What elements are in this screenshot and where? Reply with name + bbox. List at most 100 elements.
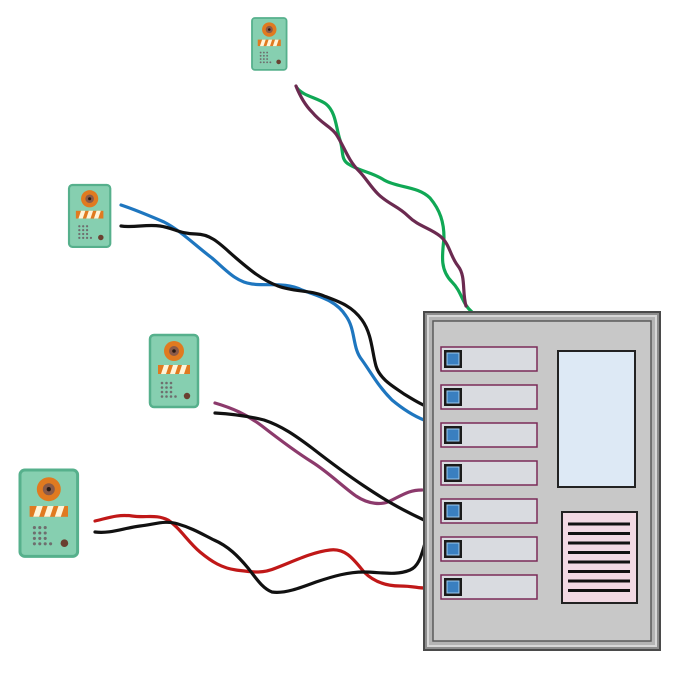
panel-button — [446, 466, 460, 480]
keypad-dot — [32, 526, 36, 530]
label-stripe — [86, 210, 94, 219]
keypad-dot — [82, 236, 85, 240]
camera-lens-pupil — [46, 487, 51, 492]
keypad-dot — [160, 390, 164, 394]
intercom-unit-4 — [18, 468, 80, 558]
keypad-dot — [259, 51, 262, 54]
keypad-dot — [169, 395, 173, 398]
panel-display-screen — [557, 350, 636, 488]
label-stripe — [170, 365, 178, 374]
keypad-dot — [262, 61, 265, 64]
keypad-dot — [169, 390, 173, 394]
panel-button — [446, 542, 460, 556]
keypad-dot — [266, 51, 269, 54]
label-stripe — [272, 39, 279, 47]
wire-unit3-mauve — [213, 401, 424, 506]
keypad-dot — [43, 526, 47, 530]
keypad-dot — [165, 390, 168, 394]
label-stripe — [259, 39, 266, 47]
keypad-dot — [169, 381, 173, 385]
wire-unit2-black — [119, 223, 428, 408]
keypad-dot — [160, 395, 164, 398]
keypad-dot — [32, 531, 36, 535]
keypad-dot — [262, 54, 265, 57]
label-stripe — [179, 365, 187, 374]
keypad-dot — [85, 229, 89, 232]
keypad-dot — [43, 536, 47, 540]
keypad-dot — [78, 232, 81, 236]
keypad-dot — [262, 51, 265, 54]
call-button — [98, 234, 104, 241]
keypad-dot — [259, 61, 262, 64]
keypad-dot — [269, 61, 272, 64]
keypad-dot — [49, 542, 53, 546]
label-stripe — [78, 210, 86, 219]
keypad-dot — [85, 225, 89, 228]
panel-button — [446, 390, 460, 404]
keypad-dot — [266, 54, 269, 57]
keypad-dot — [38, 536, 42, 540]
panel-button — [446, 504, 460, 518]
label-stripe — [54, 506, 65, 517]
wire-unit1-purple — [294, 84, 468, 308]
keypad-dot — [160, 381, 164, 385]
label-stripe — [93, 210, 101, 219]
door-intercom-icon — [67, 183, 112, 248]
call-button — [60, 539, 69, 548]
call-button — [276, 59, 281, 65]
label-stripe — [161, 365, 169, 374]
keypad-dot — [82, 225, 85, 228]
call-button — [183, 392, 191, 400]
camera-lens-pupil — [88, 197, 92, 201]
door-intercom-icon — [18, 468, 80, 558]
control-panel — [423, 311, 661, 651]
panel-button — [446, 352, 460, 366]
door-intercom-icon — [251, 17, 288, 71]
keypad-dot — [259, 54, 262, 57]
intercom-unit-3 — [148, 333, 200, 409]
keypad-dot — [38, 531, 42, 535]
intercom-unit-1 — [251, 17, 288, 71]
camera-lens-pupil — [172, 349, 176, 353]
label-stripe — [266, 39, 273, 47]
keypad-dot — [262, 58, 265, 60]
label-stripe — [44, 506, 54, 517]
speaker-grille-lines — [568, 522, 630, 592]
keypad-dot — [82, 229, 85, 232]
wires — [93, 84, 474, 594]
keypad-dot — [174, 395, 177, 398]
keypad-dot — [43, 542, 47, 546]
keypad-dot — [43, 531, 47, 535]
panel-button — [446, 580, 460, 594]
panel-speaker-grille — [561, 511, 638, 604]
keypad-dot — [165, 386, 168, 389]
keypad-dot — [266, 58, 269, 60]
keypad-dot — [85, 236, 89, 240]
keypad-dot — [165, 381, 168, 385]
panel-button-rows — [440, 346, 538, 600]
wire-unit3-black — [213, 411, 426, 522]
keypad-dot — [32, 536, 36, 540]
keypad-dot — [32, 542, 36, 546]
door-intercom-icon — [148, 333, 200, 409]
wire-unit4-black — [93, 520, 428, 594]
keypad-dot — [89, 236, 93, 240]
keypad-dot — [78, 225, 81, 228]
panel-button — [446, 428, 460, 442]
keypad-dot — [165, 395, 168, 398]
keypad-dot — [259, 58, 262, 60]
intercom-unit-2 — [67, 183, 112, 248]
keypad-dot — [38, 542, 42, 546]
label-stripe — [33, 506, 43, 517]
intercom-control-panel-icon — [423, 311, 661, 651]
keypad-dot — [160, 386, 164, 389]
keypad-dot — [38, 526, 42, 530]
keypad-dot — [85, 232, 89, 236]
keypad-dot — [78, 236, 81, 240]
keypad-dot — [82, 232, 85, 236]
keypad-dot — [266, 61, 269, 64]
keypad-dot — [169, 386, 173, 389]
keypad-dot — [78, 229, 81, 232]
